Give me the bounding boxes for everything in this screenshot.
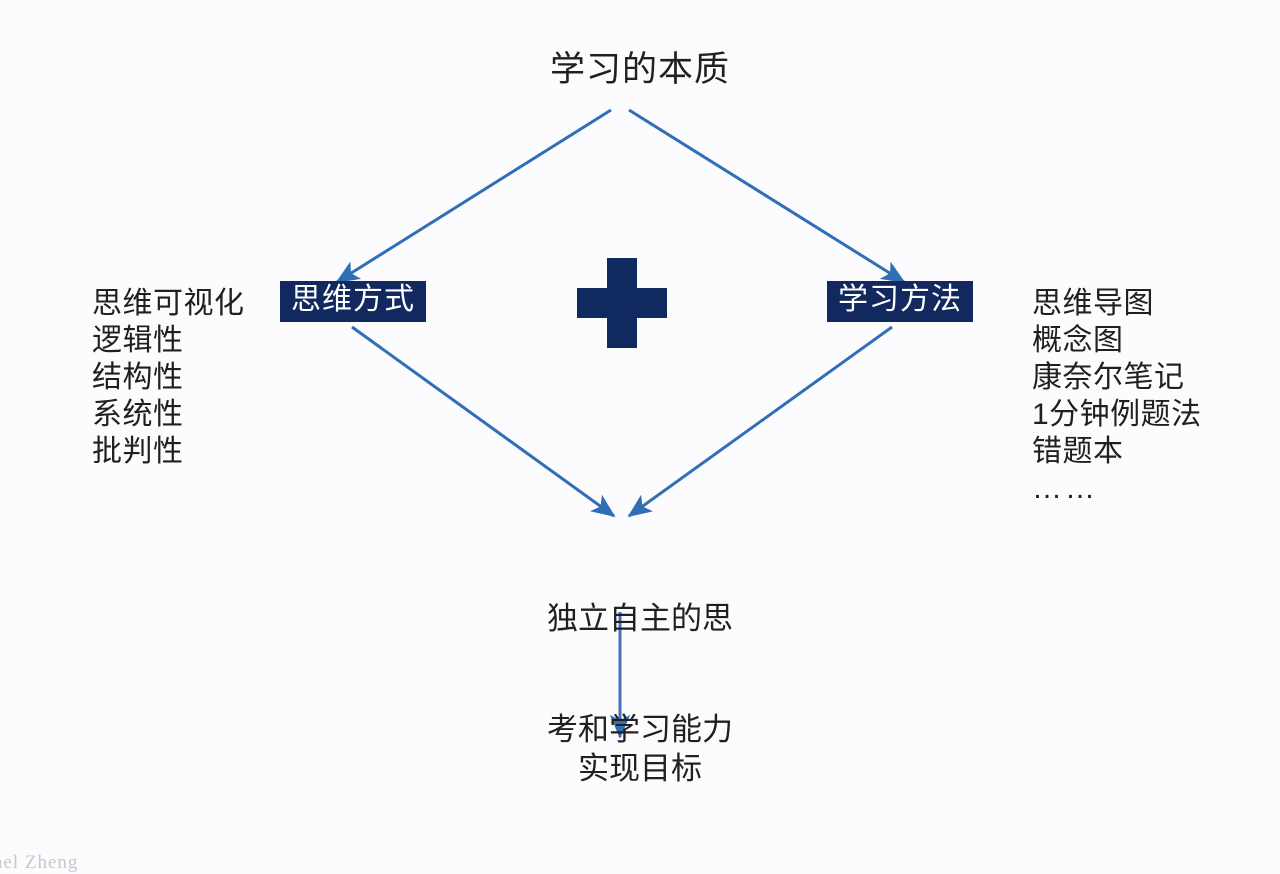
list-item: 概念图	[1032, 324, 1124, 357]
plus-icon	[577, 258, 667, 348]
label-learning-method: 学习方法	[827, 281, 973, 322]
outcome-line-1: 独立自主的思	[547, 601, 733, 636]
list-item: 系统性	[92, 398, 184, 431]
arrow-thinking-to-outcome	[351, 325, 616, 518]
outcome-line-2: 考和学习能力	[547, 712, 733, 747]
list-item-ellipsis: ……	[1032, 472, 1098, 505]
watermark: ael Zheng	[0, 852, 79, 873]
list-item: 批判性	[92, 435, 184, 468]
list-item: 结构性	[92, 361, 184, 394]
arrow-title-to-method	[628, 108, 906, 284]
label-thinking-mode: 思维方式	[280, 281, 426, 322]
page-title: 学习的本质	[549, 50, 730, 89]
list-item: 逻辑性	[92, 324, 184, 357]
list-item: 错题本	[1032, 435, 1124, 468]
arrow-title-to-thinking	[335, 108, 612, 284]
list-item: 康奈尔笔记	[1032, 361, 1185, 394]
list-item: 思维可视化	[92, 287, 245, 320]
thinking-mode-attribute-list: 思维可视化 逻辑性 结构性 系统性 批判性	[92, 285, 245, 470]
outcome-node: 独立自主的思 考和学习能力	[0, 526, 1280, 822]
list-item: 1分钟例题法	[1032, 398, 1202, 431]
arrow-method-to-outcome	[627, 325, 893, 518]
plus-icon-vertical-bar	[607, 258, 637, 348]
list-item: 思维导图	[1032, 287, 1154, 320]
goal-node: 实现目标	[578, 751, 702, 786]
learning-method-attribute-list: 思维导图 概念图 康奈尔笔记 1分钟例题法 错题本 ……	[1032, 285, 1202, 507]
